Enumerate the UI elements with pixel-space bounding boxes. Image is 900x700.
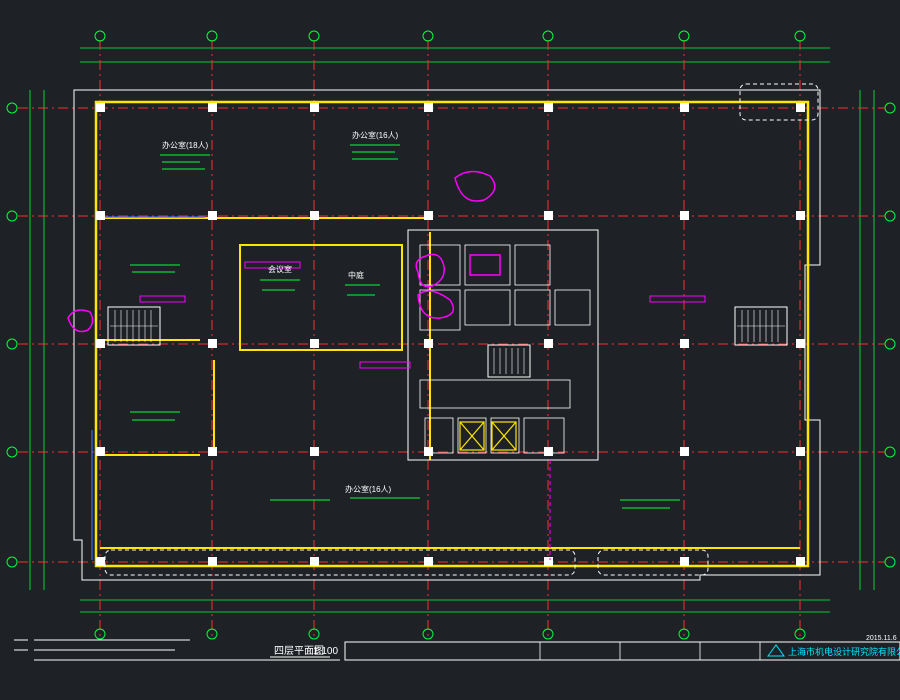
- room-labels: 办公室(18人) 办公室(16人) 会议室 中庭 办公室(16人): [162, 130, 399, 494]
- room-label-lobby: 中庭: [348, 270, 364, 280]
- plan-title: 四层平面图: [274, 645, 324, 657]
- room-label-meeting: 会议室: [268, 264, 292, 274]
- room-label-office-n: 办公室(16人): [352, 130, 399, 140]
- room-label-office-nw: 办公室(18人): [162, 140, 209, 150]
- notes-block: [14, 639, 340, 661]
- room-label-office-s: 办公室(16人): [345, 484, 392, 494]
- service-core: [407, 170, 599, 461]
- company-name: 上海市机电设计研究院有限公司: [788, 646, 900, 657]
- stair-east: [734, 306, 788, 346]
- corridor-bands: [104, 83, 819, 576]
- company-logo-icon: [767, 644, 785, 657]
- title-block-text: 四层平面图 1:100 2015.11.6 上海市机电设计研究院有限公司: [274, 635, 900, 657]
- outer-outline: [73, 89, 821, 581]
- blue-leaders: [91, 216, 205, 560]
- columns: [96, 103, 805, 566]
- plan-date: 2015.11.6: [866, 635, 897, 642]
- room-annotations: [130, 144, 680, 509]
- axis-bubbles: [6, 30, 896, 640]
- title-block: [270, 641, 900, 661]
- room-tag-boxes: [139, 261, 706, 369]
- dimension-lines: [29, 47, 875, 613]
- exterior-walls: [94, 100, 810, 568]
- stair-west: [67, 306, 161, 346]
- stair-core: [487, 344, 531, 378]
- plan-scale: 1:100: [313, 646, 338, 657]
